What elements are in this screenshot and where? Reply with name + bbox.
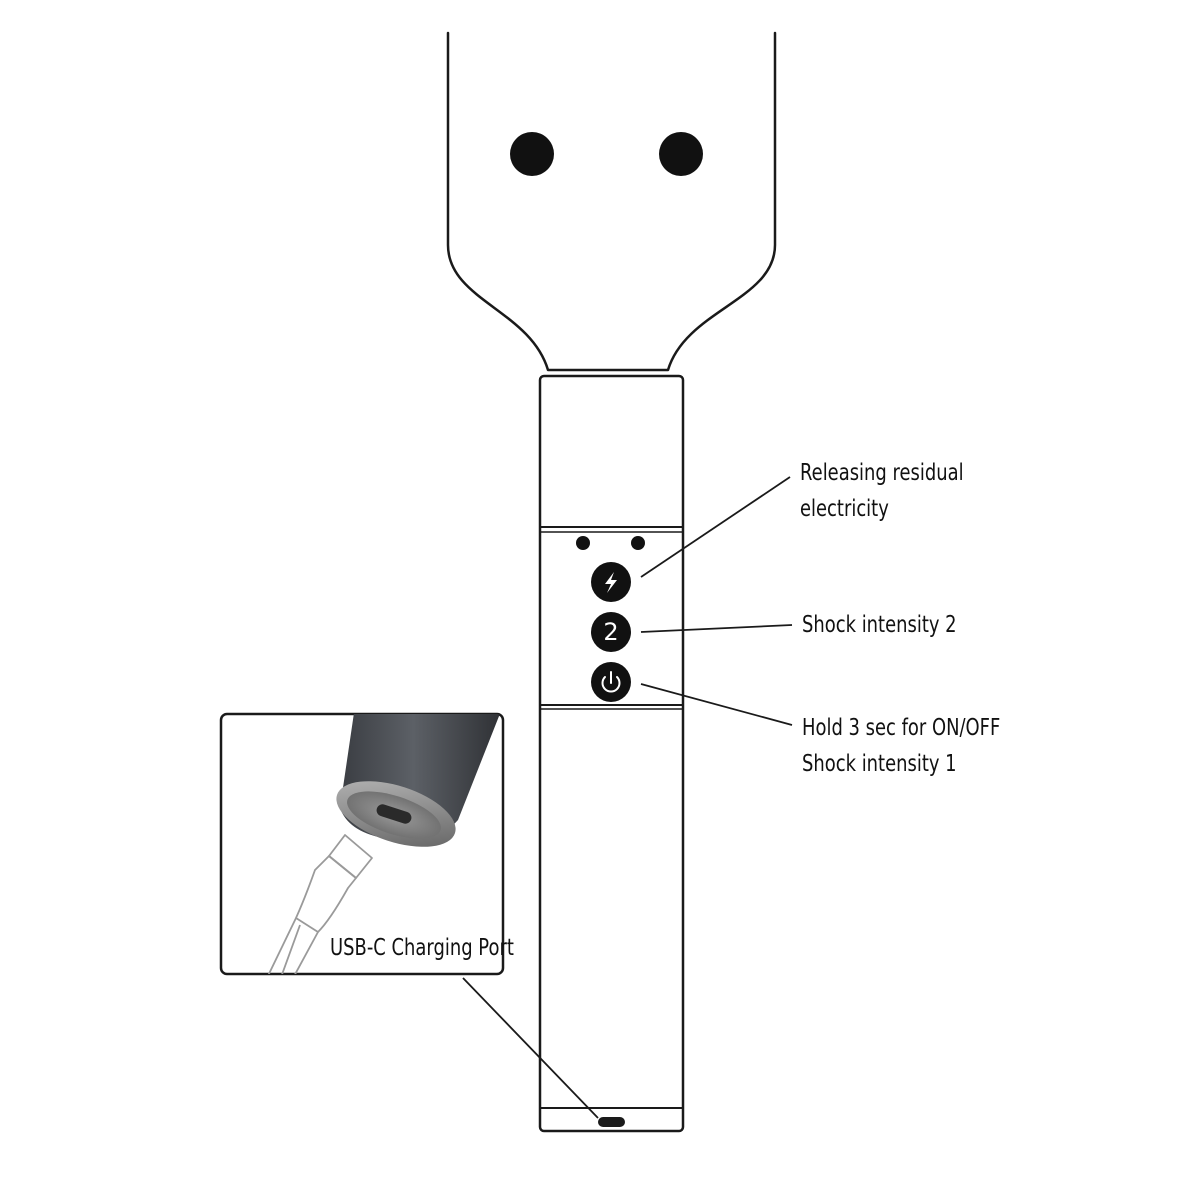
leader-releasing (640, 476, 791, 578)
label-on-off: Hold 3 sec for ON/OFF Shock intensity 1 (802, 710, 1000, 782)
electrode-right (659, 132, 703, 176)
handle (538, 374, 685, 1133)
leader-intensity2 (640, 624, 793, 633)
label-releasing-line1: Releasing residual (800, 460, 964, 486)
label-usbc-text: USB-C Charging Port (330, 935, 514, 961)
leader-onoff (640, 683, 793, 726)
leader-usbc (462, 977, 599, 1119)
label-shock-intensity-2: Shock intensity 2 (802, 607, 957, 643)
usbc-inset-illustration (265, 714, 503, 974)
electrode-left (510, 132, 554, 176)
release-button[interactable] (591, 562, 631, 602)
label-usbc-charging-port: USB-C Charging Port (330, 930, 514, 966)
paddle-head (446, 31, 777, 372)
power-icon (601, 671, 621, 693)
power-button[interactable] (591, 662, 631, 702)
intensity-2-button[interactable] (591, 612, 631, 652)
label-releasing-line2: electricity (800, 496, 889, 522)
indicator-led-left (576, 536, 590, 550)
label-onoff-line2: Shock intensity 1 (802, 751, 957, 777)
label-intensity2-text: Shock intensity 2 (802, 612, 957, 638)
label-releasing-residual: Releasing residual electricity (800, 455, 964, 527)
usb-c-port-slot (598, 1117, 625, 1127)
indicator-led-right (631, 536, 645, 550)
lightning-icon (605, 572, 617, 593)
label-onoff-line1: Hold 3 sec for ON/OFF (802, 715, 1001, 741)
